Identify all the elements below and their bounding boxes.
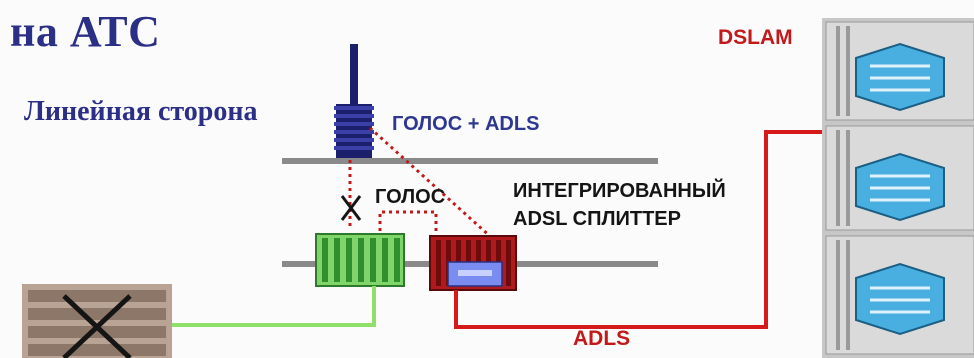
upper-mount-bar [282, 158, 658, 164]
integrated-splitter-label: ИНТЕГРИРОВАННЫЙ ADSL СПЛИТТЕР [513, 177, 726, 233]
combined-link-dotted [368, 126, 494, 240]
voice-adls-label: ГОЛОС + ADLS [392, 113, 540, 135]
adsl-splitter-icon [429, 235, 517, 291]
integrated-splitter-line2: ADSL СПЛИТТЕР [513, 208, 681, 230]
line-side-cable [350, 44, 358, 106]
dslam-label: DSLAM [718, 26, 793, 49]
pbx-switch-icon [22, 284, 172, 358]
voice-crossconnect-icon [340, 195, 362, 221]
integrated-splitter-line1: ИНТЕГРИРОВАННЫЙ [513, 180, 726, 202]
line-side-label: Линейная сторона [24, 96, 258, 127]
voice-block-icon [315, 233, 405, 287]
voice-label: ГОЛОС [375, 186, 446, 208]
line-side-connector-icon [334, 104, 374, 158]
dslam-module-icon [855, 262, 945, 336]
voice-cable [170, 286, 376, 327]
dslam-module-icon [855, 152, 945, 222]
diagram-title: на АТС [10, 7, 161, 56]
dslam-module-icon [855, 42, 945, 112]
adls-cable-label: ADLS [573, 327, 631, 350]
adsl-cable [454, 130, 830, 329]
